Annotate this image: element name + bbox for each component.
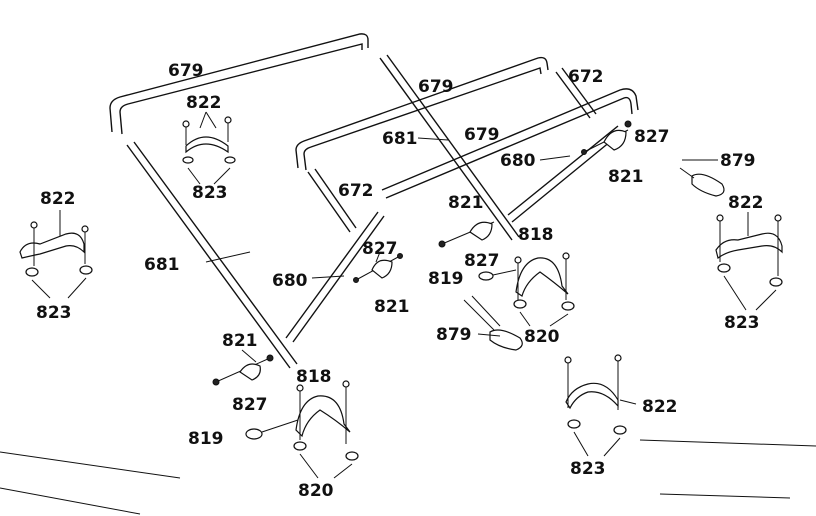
label-823-right: 823: [724, 313, 760, 333]
label-821-center: 821: [374, 297, 410, 317]
label-819-left: 819: [188, 429, 224, 449]
bracket-right: [715, 214, 783, 287]
label-821-left: 821: [222, 331, 258, 351]
clamp-center: [353, 253, 403, 283]
label-823-bottom-right: 823: [570, 459, 606, 479]
label-879-right: 879: [720, 151, 756, 171]
label-820-right: 820: [524, 327, 560, 347]
label-681-left: 681: [144, 255, 180, 275]
upper-tube-left: [307, 168, 357, 233]
pivot-bracket-left: [245, 380, 359, 461]
label-822-bottom-right: 822: [642, 397, 678, 417]
label-672-left: 672: [338, 181, 374, 201]
label-672-right: 672: [568, 67, 604, 87]
leader-lines: [31, 111, 777, 479]
bracket-top-center: [182, 116, 236, 164]
label-679-left-handle: 679: [168, 61, 204, 81]
bracket-bottom-right: [564, 354, 627, 435]
label-680-left: 680: [272, 271, 308, 291]
label-827-left: 827: [232, 395, 268, 415]
label-827-center: 827: [362, 239, 398, 259]
label-679-middle-handle: 679: [418, 77, 454, 97]
upper-tube-right: [555, 67, 597, 119]
label-827-center-right: 827: [464, 251, 500, 271]
label-822-right: 822: [728, 193, 764, 213]
ground-lines: [0, 439, 816, 515]
label-822-top: 822: [186, 93, 222, 113]
spring-right: [679, 167, 725, 197]
spring-center: [463, 295, 523, 351]
label-827-right: 827: [634, 127, 670, 147]
label-818-left: 818: [296, 367, 332, 387]
upper-handle-middle: [295, 56, 549, 171]
label-823-left: 823: [36, 303, 72, 323]
label-821-right: 821: [608, 167, 644, 187]
upper-handle-right: [381, 88, 639, 199]
clamp-left-lower: [212, 354, 274, 386]
clamp-right: [581, 120, 632, 155]
lower-tube-left: [126, 141, 298, 369]
bracket-left: [19, 221, 93, 277]
pivot-bracket-right: [478, 252, 575, 311]
upper-handle-left: [109, 33, 369, 135]
label-822-left: 822: [40, 189, 76, 209]
lower-tube-center: [379, 54, 520, 241]
middle-tube-right: [507, 125, 623, 223]
label-680-right: 680: [500, 151, 536, 171]
label-821-center-right: 821: [448, 193, 484, 213]
label-681-center: 681: [382, 129, 418, 149]
label-820-left: 820: [298, 481, 334, 501]
label-818-right: 818: [518, 225, 554, 245]
middle-tube-left: [285, 211, 385, 343]
clamp-center-right: [438, 221, 495, 248]
label-679-right-handle: 679: [464, 125, 500, 145]
label-823-top: 823: [192, 183, 228, 203]
label-879-center: 879: [436, 325, 472, 345]
label-819-right: 819: [428, 269, 464, 289]
